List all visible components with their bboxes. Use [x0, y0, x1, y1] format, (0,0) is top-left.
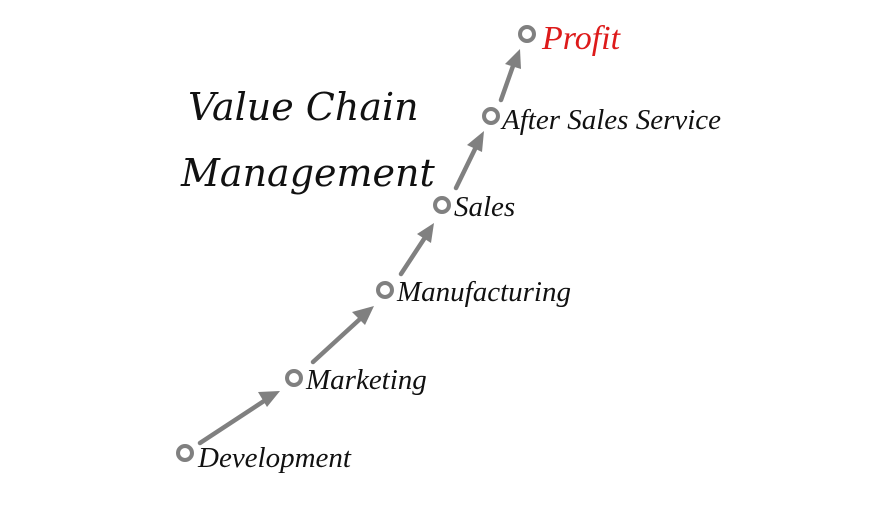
arrow-development-to-marketing — [197, 391, 280, 446]
node-marketing — [285, 369, 303, 387]
arrow-after-sales-service-to-profit — [498, 49, 521, 103]
diagram-title-line2: Management — [181, 151, 435, 195]
node-profit — [518, 25, 536, 43]
diagram-title-line1: Value Chain — [188, 85, 419, 129]
step-label-after-sales-service: After Sales Service — [502, 104, 722, 136]
arrow-sales-to-after-sales-service — [453, 131, 484, 191]
node-manufacturing — [376, 281, 394, 299]
step-label-profit: Profit — [542, 20, 621, 57]
node-sales — [433, 196, 451, 214]
arrow-manufacturing-to-sales — [398, 223, 434, 277]
node-development — [176, 444, 194, 462]
step-label-marketing: Marketing — [306, 364, 427, 396]
step-label-manufacturing: Manufacturing — [397, 276, 571, 308]
arrow-marketing-to-manufacturing — [310, 306, 374, 365]
node-after-sales-service — [482, 107, 500, 125]
step-label-development: Development — [198, 442, 351, 474]
step-label-sales: Sales — [454, 191, 516, 223]
